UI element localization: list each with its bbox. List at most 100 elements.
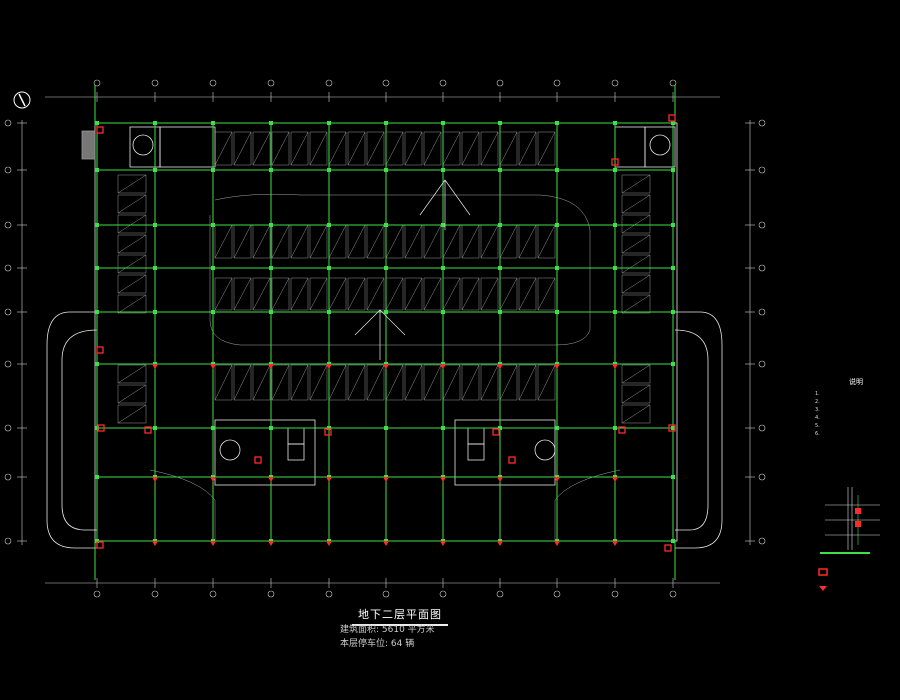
hydrant-marker	[611, 158, 619, 166]
note-item: 3.	[815, 407, 820, 413]
parking-stall-mark	[271, 224, 290, 259]
column	[327, 223, 331, 227]
parking-stall-mark	[233, 224, 252, 259]
parking-stall-mark	[309, 224, 328, 259]
axis-bubble	[611, 590, 619, 598]
column	[153, 266, 157, 270]
extinguisher-marker	[612, 541, 618, 546]
equipment-box	[81, 130, 96, 160]
column	[498, 310, 502, 314]
parking-stall-mark	[117, 254, 147, 274]
column	[95, 310, 99, 314]
parking-stall-mark	[442, 131, 461, 166]
column	[671, 426, 675, 430]
axis-bubble	[4, 264, 12, 272]
parking-stall	[423, 277, 442, 311]
extinguisher-marker	[210, 477, 216, 482]
column	[153, 121, 157, 125]
parking-stall-mark	[518, 224, 537, 259]
ramp-chevron-south	[354, 309, 406, 360]
extinguisher-marker	[268, 541, 274, 546]
parking-stall	[621, 274, 651, 294]
parking-stall	[347, 131, 366, 166]
column	[671, 362, 675, 366]
parking-stall-mark	[621, 254, 651, 274]
axis-bubble	[151, 590, 159, 598]
red-square-icon	[818, 568, 828, 576]
parking-stall	[309, 131, 328, 166]
column	[95, 362, 99, 366]
note-item: 2.	[815, 399, 820, 405]
parking-stall-mark	[214, 277, 233, 311]
building-outline	[46, 122, 723, 549]
extinguisher-marker	[383, 541, 389, 546]
hydrant-marker	[668, 424, 676, 432]
parking-stall	[404, 277, 423, 311]
column	[211, 168, 215, 172]
hydrant-marker	[96, 541, 104, 549]
extinguisher-marker	[612, 477, 618, 482]
parking-stall-mark	[499, 131, 518, 166]
column	[269, 426, 273, 430]
axis-bubble	[758, 119, 766, 127]
parking-stall	[518, 277, 537, 311]
axis-bubble	[4, 308, 12, 316]
west-ramp-curve	[46, 311, 97, 549]
parking-stall-mark	[423, 131, 442, 166]
parking-stall-mark	[442, 277, 461, 311]
column	[441, 310, 445, 314]
parking-stall-mark	[461, 131, 480, 166]
parking-stall	[347, 277, 366, 311]
column	[555, 121, 559, 125]
core-stair-ne	[644, 126, 676, 168]
parking-stall	[518, 364, 537, 401]
column	[555, 266, 559, 270]
north-arrow-needle	[18, 93, 26, 107]
parking-stall-mark	[518, 277, 537, 311]
axis-bubble	[758, 264, 766, 272]
hydrant-marker	[508, 456, 516, 464]
parking-stall-mark	[442, 364, 461, 401]
parking-stall-mark	[328, 224, 347, 259]
parking-stall-mark	[404, 277, 423, 311]
parking-stall-mark	[117, 294, 147, 314]
parking-stall-mark	[366, 277, 385, 311]
column	[441, 426, 445, 430]
column	[441, 168, 445, 172]
column	[671, 266, 675, 270]
axis-bubble	[382, 79, 390, 87]
parking-stall-mark	[309, 131, 328, 166]
parking-stall-mark	[290, 277, 309, 311]
parking-stall-mark	[366, 364, 385, 401]
ramp-markers	[354, 179, 471, 360]
axis-bubble	[669, 79, 677, 87]
parking-stall-mark	[621, 234, 651, 254]
parking-stall-mark	[233, 131, 252, 166]
note-item: 1.	[815, 391, 820, 397]
parking-stall	[309, 364, 328, 401]
axis-bubble	[4, 473, 12, 481]
column	[498, 266, 502, 270]
column	[441, 223, 445, 227]
parking-stall-mark	[347, 277, 366, 311]
axis-bubble	[553, 590, 561, 598]
hydrant-marker	[97, 424, 105, 432]
east-ramp-curve	[675, 311, 723, 549]
column	[671, 539, 675, 543]
parking-stall-mark	[290, 131, 309, 166]
column	[384, 426, 388, 430]
column	[613, 426, 617, 430]
parking-stall-mark	[480, 224, 499, 259]
axis-bubble	[439, 590, 447, 598]
column	[384, 121, 388, 125]
parking-stall	[271, 364, 290, 401]
column	[153, 168, 157, 172]
parking-stall-mark	[621, 174, 651, 194]
axis-bubble	[209, 79, 217, 87]
column	[671, 121, 675, 125]
axis-bubble	[267, 79, 275, 87]
axis-bubble	[209, 590, 217, 598]
column	[498, 426, 502, 430]
east-ramp-inner	[674, 329, 709, 531]
parking-stall-mark	[252, 364, 271, 401]
